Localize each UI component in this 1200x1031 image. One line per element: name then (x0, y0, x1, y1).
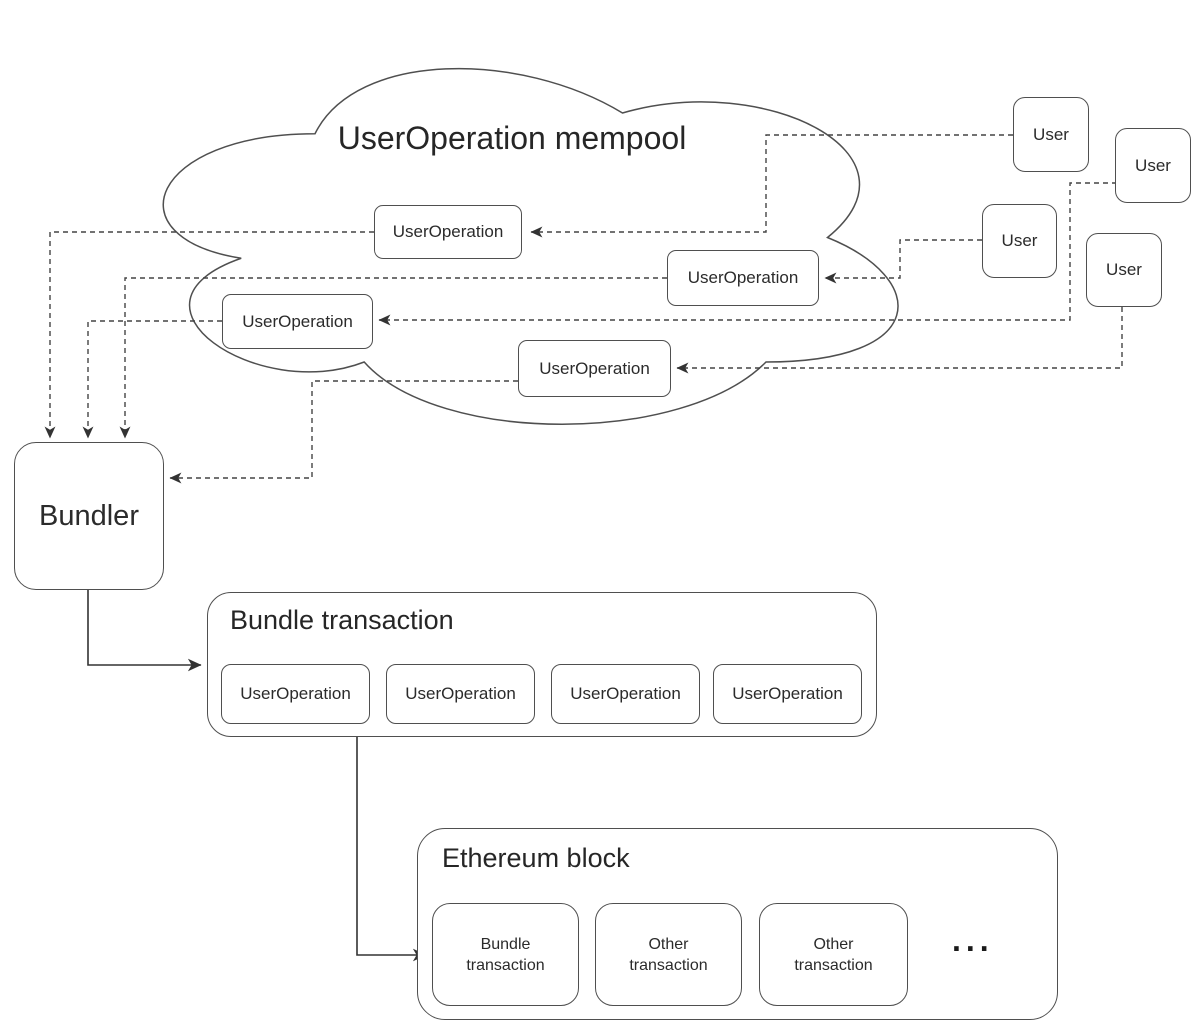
user-box-3: User (982, 204, 1057, 278)
connector-bundle-transaction-to-ethereum-block (356, 737, 427, 962)
ethereum-block-title: Ethereum block (442, 843, 630, 873)
userop-label: UserOperation (240, 684, 351, 703)
bundle-userop-chip-2: UserOperation (386, 664, 535, 724)
userop-label: UserOperation (392, 222, 504, 241)
user-label: User (1135, 155, 1171, 175)
userop-label: UserOperation (242, 311, 353, 331)
user-box-4: User (1086, 233, 1162, 307)
tx-label-line1: Bundle (480, 935, 531, 953)
bundle-userop-chip-3: UserOperation (551, 664, 700, 724)
connector-user1-to-userop1 (530, 134, 1013, 238)
bundle-transaction-title: Bundle transaction (230, 605, 454, 635)
user-box-1: User (1013, 97, 1089, 172)
user-label: User (1001, 231, 1038, 250)
bundler-box: Bundler (14, 442, 164, 590)
connector-bundler-to-bundle-transaction (87, 590, 202, 672)
userop-label: UserOperation (570, 684, 681, 703)
user-label: User (1033, 124, 1069, 144)
userop-label: UserOperation (539, 358, 650, 378)
userop-box-1: UserOperation (374, 205, 522, 259)
connector-userop4-to-bundler (169, 380, 518, 484)
connector-user4-to-userop4 (676, 307, 1123, 374)
userop-box-4: UserOperation (518, 340, 671, 397)
bundle-userop-chip-4: UserOperation (713, 664, 862, 724)
eth-other-transaction-box-2: Other transaction (759, 903, 908, 1006)
cloud-title: UserOperation mempool (337, 120, 687, 156)
userop-box-3: UserOperation (222, 294, 373, 349)
tx-label-line1: Other (813, 935, 854, 953)
tx-label-line2: transaction (794, 956, 873, 974)
connector-userop3-to-bundler (82, 320, 222, 439)
tx-label-line1: Other (648, 935, 689, 953)
user-label: User (1106, 260, 1142, 279)
connector-userop1-to-bundler (44, 231, 374, 439)
bundler-label: Bundler (39, 499, 139, 532)
tx-label-line2: transaction (466, 956, 545, 974)
user-box-2: User (1115, 128, 1191, 203)
more-transactions-indicator: ... (952, 922, 994, 958)
eth-other-transaction-box-1: Other transaction (595, 903, 742, 1006)
userop-box-2: UserOperation (667, 250, 819, 306)
bundle-userop-chip-1: UserOperation (221, 664, 370, 724)
tx-label-line2: transaction (629, 956, 708, 974)
eth-bundle-transaction-box: Bundle transaction (432, 903, 579, 1006)
connector-userop2-to-bundler (119, 277, 667, 439)
connector-user3-to-userop2 (824, 239, 982, 284)
userop-label: UserOperation (405, 684, 516, 703)
userop-label: UserOperation (732, 684, 843, 703)
userop-label: UserOperation (687, 268, 799, 287)
